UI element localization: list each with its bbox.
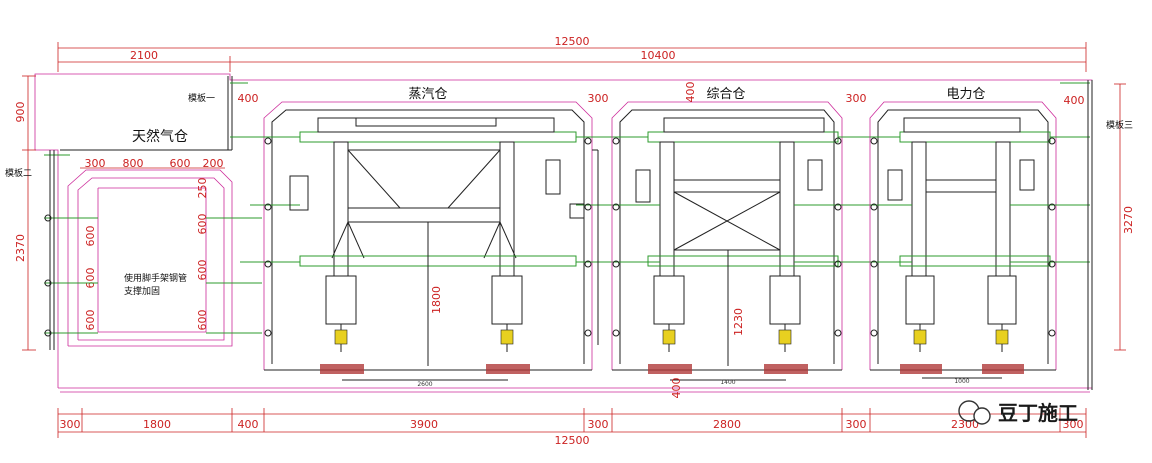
steam-chamber: 1800 2600 400 300 — [238, 92, 614, 388]
steam-dim-300: 300 — [588, 92, 609, 105]
watermark: 豆丁施工 — [958, 400, 1078, 425]
top-dimension-chain: 12500 2100 10400 — [57, 35, 1087, 72]
gas-dim-v600-right-b: 600 — [196, 260, 209, 281]
combined-chamber: 1230 400 1400 400 300 — [611, 82, 870, 399]
gas-chamber: 300 800 600 200 600 600 600 250 600 600 … — [44, 150, 262, 350]
power-dim-400: 400 — [1064, 94, 1085, 107]
dim-bottom-total: 12500 — [555, 434, 590, 447]
watermark-text: 豆丁施工 — [998, 401, 1078, 425]
label-formwork-3: 模板三 — [1106, 119, 1133, 131]
labels: 蒸汽仓 综合仓 电力仓 天然气仓 模板一 模板二 模板三 — [5, 87, 1133, 179]
dim-bottom-2800: 2800 — [713, 418, 741, 431]
gas-dim-600: 600 — [170, 157, 191, 170]
dim-height-1230: 1230 — [732, 308, 745, 336]
dim-right-3270: 3270 — [1122, 206, 1135, 234]
steam-dim-400: 400 — [238, 92, 259, 105]
gas-dim-v600-left: 600 — [84, 226, 97, 247]
left-formwork-wall — [60, 76, 300, 151]
dim-left-900: 900 — [14, 102, 27, 123]
power-chamber: 1000 400 — [869, 80, 1093, 390]
outer-boundary — [34, 73, 1093, 393]
dim-height-400: 400 — [670, 378, 683, 399]
dim-bottom-300-a: 300 — [60, 418, 81, 431]
dim-bottom-300-c: 300 — [846, 418, 867, 431]
label-formwork-2: 模板二 — [5, 167, 32, 179]
gas-dim-v250: 250 — [196, 178, 209, 199]
scaffold-note-line2: 支撑加固 — [124, 285, 160, 297]
gas-dim-v600-right: 600 — [196, 214, 209, 235]
gas-dim-200: 200 — [203, 157, 224, 170]
label-combined-chamber: 综合仓 — [706, 87, 745, 102]
dim-width-1000: 1000 — [954, 378, 969, 385]
label-steam-chamber: 蒸汽仓 — [408, 87, 447, 102]
dim-bottom-300-b: 300 — [588, 418, 609, 431]
side-dimensions: 900 2370 3270 — [14, 75, 1135, 351]
dim-bottom-400: 400 — [238, 418, 259, 431]
dim-bottom-300-d: 300 — [1063, 418, 1084, 431]
comb-dim-400: 400 — [684, 82, 697, 103]
comb-dim-300: 300 — [846, 92, 867, 105]
dim-width-1400: 1400 — [720, 379, 735, 386]
bottom-dimension-chain: 300 1800 400 3900 300 2800 300 2300 300 … — [57, 408, 1087, 447]
label-gas-chamber: 天然气仓 — [132, 128, 188, 145]
bolt-markers — [44, 137, 1056, 337]
dim-top-left: 2100 — [130, 49, 158, 62]
label-formwork-1: 模板一 — [188, 92, 215, 104]
scaffold-note-line1: 使用脚手架钢管 — [124, 272, 187, 284]
dim-bottom-1800: 1800 — [143, 418, 171, 431]
dim-bottom-3900: 3900 — [410, 418, 438, 431]
dim-top-right: 10400 — [641, 49, 676, 62]
dim-top-total: 12500 — [555, 35, 590, 48]
gas-dim-800: 800 — [123, 157, 144, 170]
dim-height-1800: 1800 — [430, 286, 443, 314]
gas-dim-v600-left-c: 600 — [84, 310, 97, 331]
gas-dim-v600-right-c: 600 — [196, 310, 209, 331]
label-power-chamber: 电力仓 — [946, 87, 985, 102]
gas-dim-v600-left-b: 600 — [84, 268, 97, 289]
gas-dim-300: 300 — [85, 157, 106, 170]
dim-left-2370: 2370 — [14, 234, 27, 262]
dim-width-2600: 2600 — [417, 381, 432, 388]
